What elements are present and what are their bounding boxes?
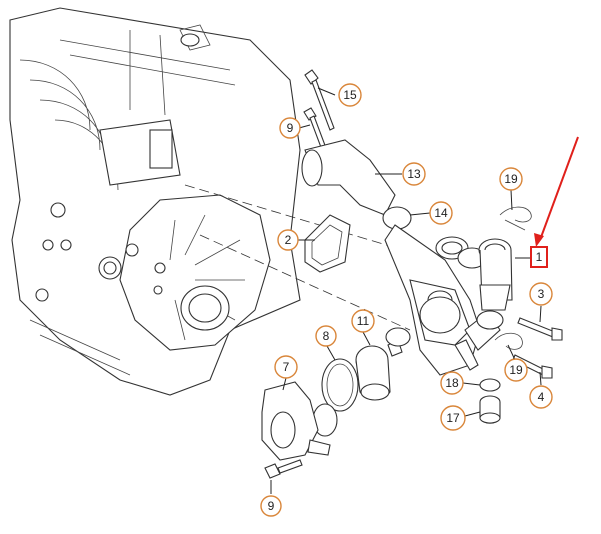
svg-text:8: 8 [323, 329, 330, 343]
seal-part-8 [321, 358, 359, 412]
callout-18: 18 [440, 371, 464, 395]
callout-8: 8 [315, 325, 337, 347]
svg-text:9: 9 [268, 499, 275, 513]
svg-text:4: 4 [538, 390, 545, 404]
alignment-line-upper [184, 184, 421, 256]
svg-text:2: 2 [285, 233, 292, 247]
svg-text:18: 18 [445, 376, 459, 390]
callout-11: 11 [351, 309, 375, 333]
svg-text:13: 13 [407, 167, 421, 181]
callout-9-upper: 9 [279, 117, 301, 139]
bolt-part-3 [517, 317, 563, 341]
svg-text:17: 17 [446, 411, 460, 425]
gasket-part-2 [304, 214, 351, 273]
bolt-part-9-upper [303, 107, 327, 151]
o-ring-part-14 [382, 206, 412, 230]
bolt-part-15 [304, 69, 335, 131]
callout-2: 2 [277, 229, 299, 251]
thermostat-part-11 [355, 327, 411, 401]
callout-4: 4 [529, 385, 553, 409]
coolant-flange-drawing [384, 224, 513, 376]
svg-text:11: 11 [357, 314, 370, 328]
coolant-housing-part-7 [261, 381, 331, 461]
engine-block-drawing [9, 7, 301, 396]
callout-7: 7 [274, 355, 298, 379]
o-ring-part-18 [479, 378, 501, 392]
clip-part-19-upper [499, 206, 532, 231]
callout-1-highlighted: 1 [530, 246, 548, 268]
alignment-line-lower [199, 234, 411, 331]
callout-15: 15 [338, 83, 362, 107]
leader-lines [270, 87, 542, 494]
svg-text:14: 14 [434, 206, 448, 220]
svg-text:19: 19 [509, 363, 523, 377]
svg-text:3: 3 [538, 287, 545, 301]
callout-9-lower: 9 [260, 495, 282, 517]
coolant-pipe-part-13 [301, 139, 396, 216]
callout-19-upper: 19 [499, 167, 523, 191]
callout-13: 13 [402, 162, 426, 186]
svg-text:1: 1 [536, 250, 543, 264]
clip-part-19-lower [494, 332, 523, 350]
callout-3: 3 [529, 282, 553, 306]
svg-text:15: 15 [343, 88, 357, 102]
callout-17: 17 [440, 405, 466, 431]
bolt-part-9-lower [264, 459, 303, 479]
svg-text:19: 19 [504, 172, 518, 186]
highlight-arrow [534, 136, 579, 247]
svg-text:7: 7 [283, 360, 290, 374]
callout-14: 14 [429, 201, 453, 225]
svg-text:9: 9 [287, 121, 294, 135]
callout-19-lower: 19 [504, 358, 528, 382]
plug-part-17 [479, 395, 501, 424]
